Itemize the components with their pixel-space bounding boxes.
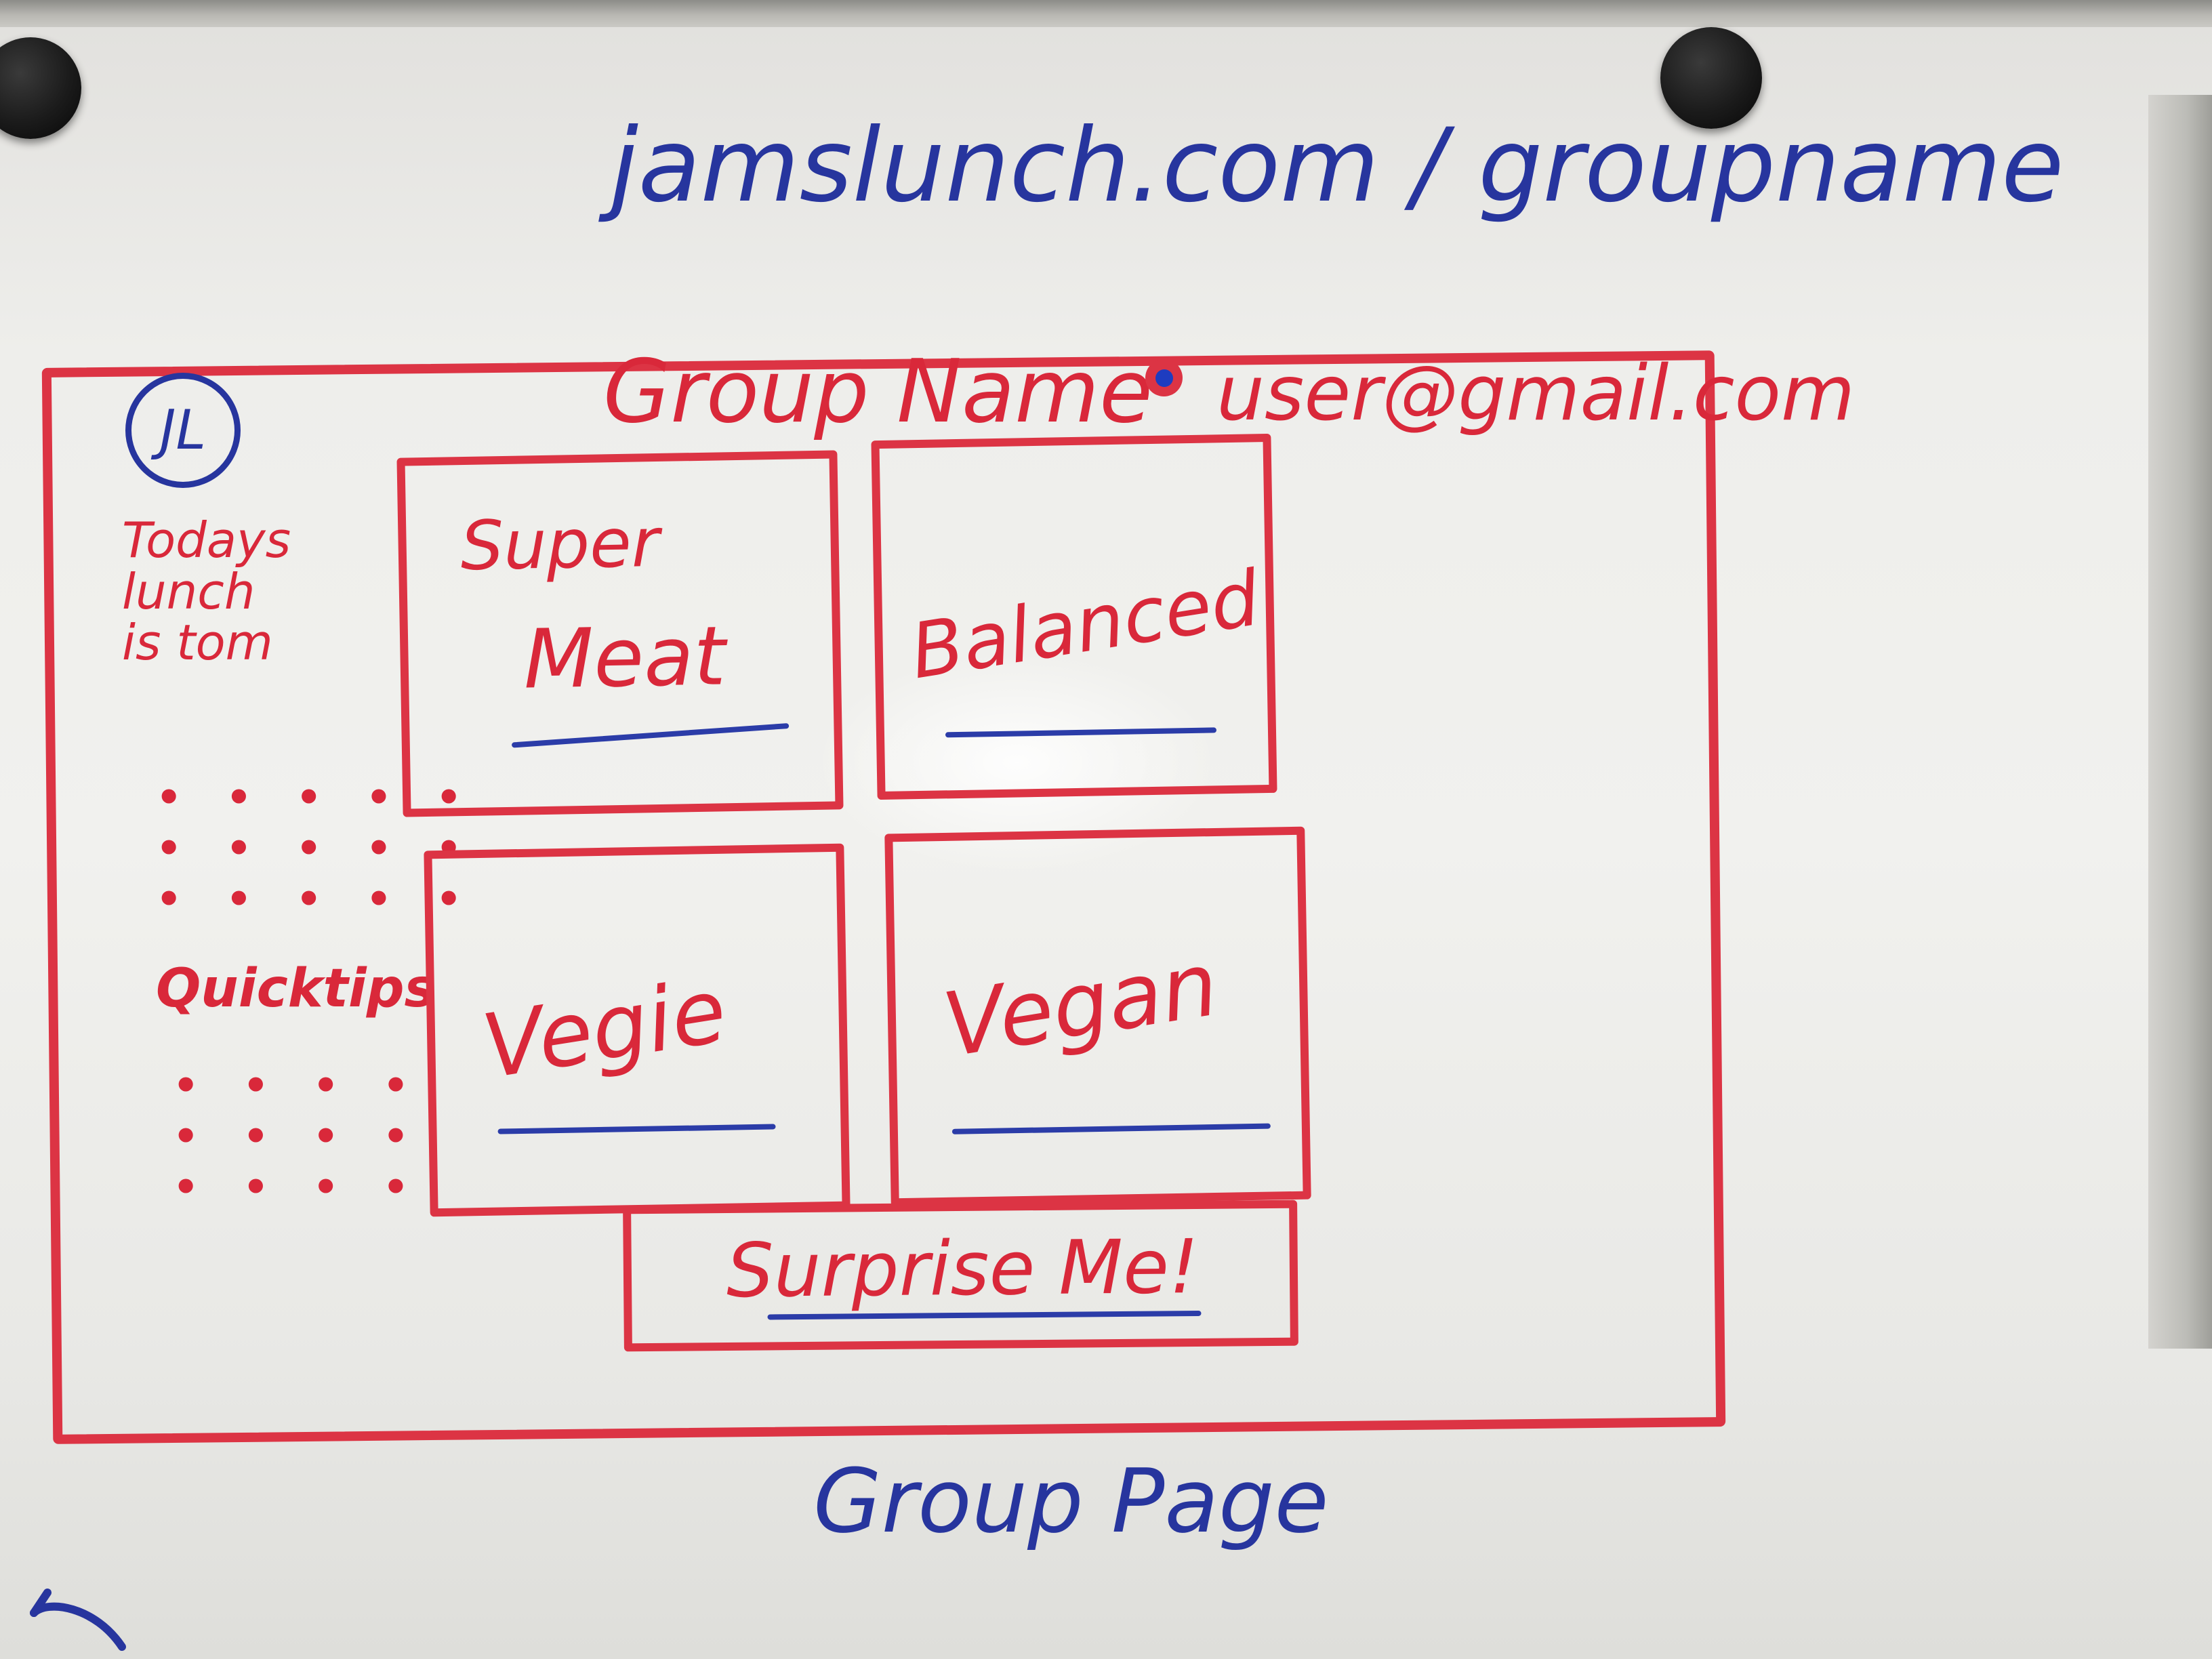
logo[interactable]: JL — [125, 373, 241, 488]
card-vegan[interactable]: Vegan — [884, 826, 1311, 1207]
placeholder-row: • • • • — [173, 1062, 424, 1109]
card-vegie[interactable]: Vegie — [424, 843, 851, 1217]
today-lunch-text: Todays lunch is tom — [122, 512, 291, 672]
stray-mark-icon — [30, 1589, 126, 1651]
card-underline — [951, 1123, 1271, 1134]
placeholder-row: • • • • — [173, 1164, 424, 1211]
magnet-right — [1660, 27, 1762, 129]
logo-text: JL — [159, 398, 207, 462]
placeholder-row: • • • • • — [156, 774, 477, 821]
card-underline — [945, 727, 1217, 738]
placeholder-row: • • • • • — [156, 876, 477, 923]
quicktips-heading: Quicktips — [156, 958, 436, 1019]
card-balanced[interactable]: Balanced — [871, 433, 1277, 800]
card-underline — [511, 722, 790, 748]
magnet-left — [0, 37, 81, 139]
card-label: Vegie — [476, 958, 733, 1099]
caption: Group Page — [813, 1450, 1329, 1553]
whiteboard-right-rail — [2148, 95, 2212, 1349]
group-name: Group Name — [603, 342, 1153, 443]
quicktips-rows: • • • • • • • • • • • • — [173, 1061, 424, 1213]
light-glare — [813, 651, 1220, 874]
placeholder-row: • • • • — [173, 1113, 424, 1160]
today-line: is tom — [122, 614, 273, 672]
placeholder-rows: • • • • • • • • • • • • • • • — [156, 773, 476, 925]
card-label: Meat — [523, 609, 726, 708]
today-line: Todays — [122, 512, 291, 569]
surprise-me-button[interactable]: Surprise Me! — [623, 1200, 1298, 1352]
card-label: Balanced — [905, 554, 1265, 697]
status-dot-icon — [1145, 359, 1183, 396]
today-line: lunch — [122, 562, 255, 620]
placeholder-row: • • • • • — [156, 825, 477, 872]
card-label: Vegan — [937, 932, 1225, 1078]
card-top-label: Super — [459, 502, 660, 586]
surprise-me-label: Surprise Me! — [726, 1223, 1200, 1315]
card-super-meat[interactable]: Super Meat — [396, 450, 844, 817]
url-text: jamslunch.com / groupname — [610, 107, 2064, 225]
user-email[interactable]: user@gmail.com — [1216, 350, 1856, 438]
card-underline — [497, 1124, 776, 1134]
